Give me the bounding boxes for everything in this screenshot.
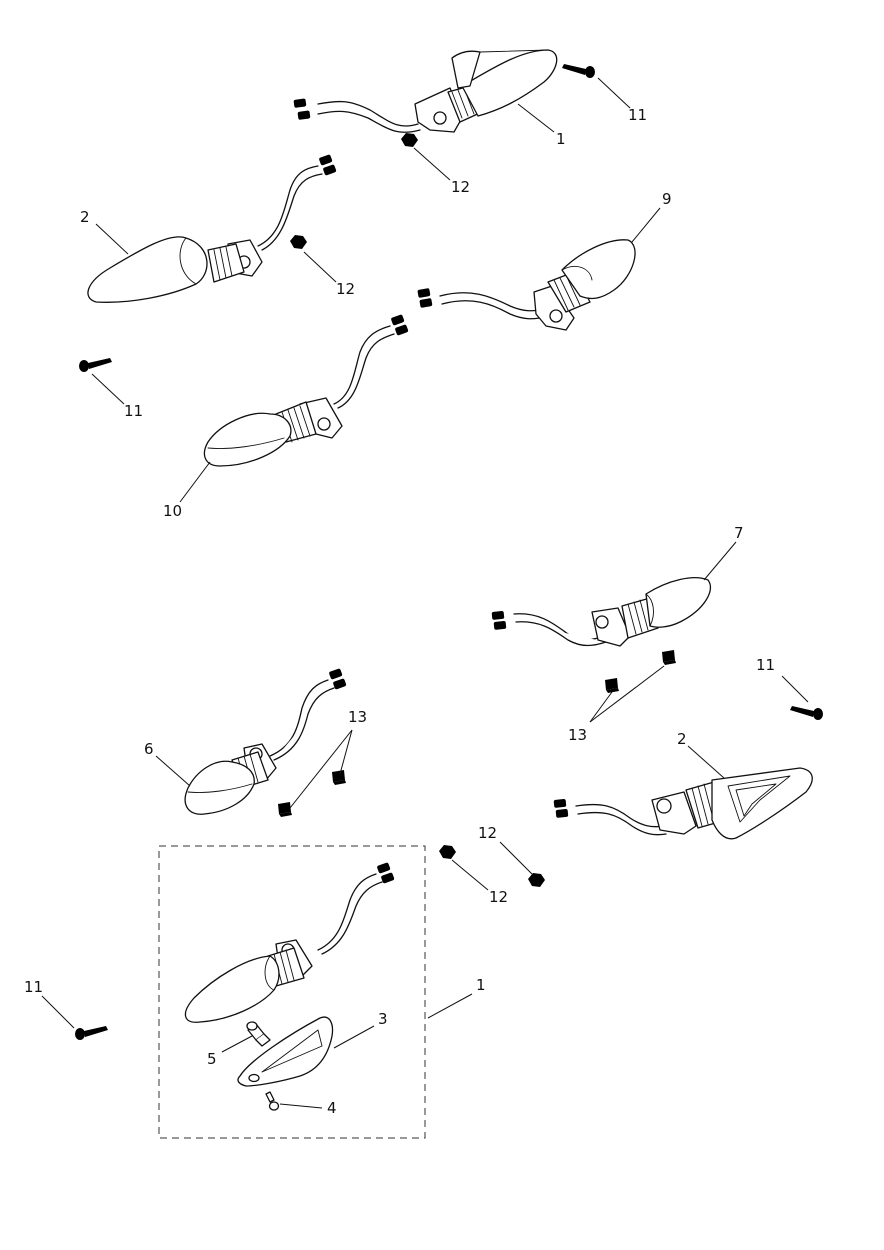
lens-screw (265, 1091, 280, 1111)
indicator-left-short-10 (203, 312, 415, 467)
callout-2-bottom: 2 (677, 730, 687, 748)
callout-11-right: 11 (756, 656, 775, 674)
callout-11-bottom: 11 (24, 978, 43, 996)
callout-3: 3 (378, 1010, 388, 1028)
callout-10: 10 (163, 502, 182, 520)
callout-1-top: 1 (556, 130, 566, 148)
callout-2-top: 2 (80, 208, 90, 226)
nut-mid (290, 235, 307, 249)
indicator-right-short-7 (491, 577, 712, 647)
bolt-left (79, 358, 112, 372)
indicator-kit (184, 860, 401, 1023)
callouts: 1 11 12 2 12 9 11 10 7 11 13 2 6 13 12 1… (24, 106, 775, 1117)
callout-12-b: 12 (489, 888, 508, 906)
callout-13-right: 13 (568, 726, 587, 744)
clip-right-1 (662, 650, 676, 665)
indicator-top-long (293, 49, 558, 133)
callout-1-kit: 1 (476, 976, 486, 994)
nut-top (401, 133, 418, 147)
bolt-top (562, 64, 595, 78)
callout-11-left: 11 (124, 402, 143, 420)
bulb (246, 1021, 271, 1047)
callout-12-a: 12 (478, 824, 497, 842)
callout-9: 9 (662, 190, 672, 208)
indicator-right-short-9 (417, 239, 636, 331)
indicator-left-long (87, 152, 343, 303)
kit-box-outline (158, 845, 426, 1139)
bolt-bottom-left (75, 1026, 108, 1040)
callout-11-top: 11 (628, 106, 647, 124)
callout-12-top: 12 (451, 178, 470, 196)
callout-5: 5 (207, 1050, 217, 1068)
callout-12-mid: 12 (336, 280, 355, 298)
lens (237, 1016, 334, 1087)
callout-4: 4 (327, 1099, 337, 1117)
clip-right-2 (605, 678, 619, 693)
callout-13-left: 13 (348, 708, 367, 726)
callout-6: 6 (144, 740, 154, 758)
callout-7: 7 (734, 524, 744, 542)
indicator-left-short-6 (184, 666, 353, 815)
nut-lower-1 (439, 845, 456, 859)
indicator-right-long (553, 767, 813, 840)
clip-left-1 (332, 770, 346, 785)
leader-lines (41, 77, 809, 1109)
bolt-right (790, 706, 823, 720)
clip-left-2 (278, 802, 292, 817)
nut-lower-2 (528, 873, 545, 887)
